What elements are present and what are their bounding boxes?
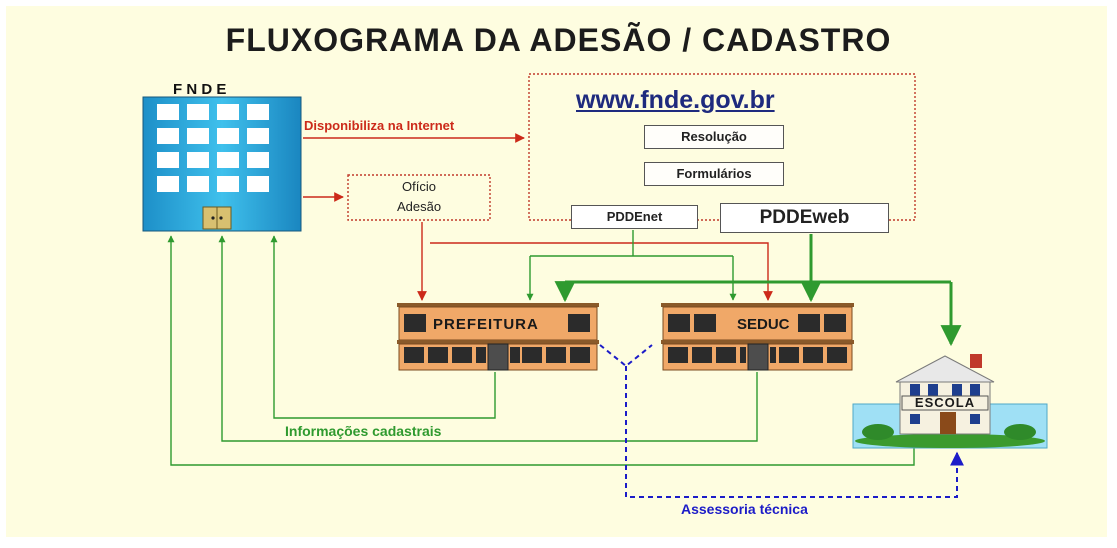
formularios-box: Formulários (644, 162, 784, 186)
green-thin-arrows (526, 230, 737, 301)
resolucao-box: Resolução (644, 125, 784, 149)
green-thick-arrows (554, 234, 962, 347)
oficio-line1: Ofício (402, 179, 436, 194)
diagram-title: FLUXOGRAMA DA ADESÃO / CADASTRO (225, 22, 892, 58)
fnde-label: F N D E (173, 81, 227, 98)
seduc-building-icon (661, 303, 854, 371)
escola-label: ESCOLA (914, 395, 976, 410)
escola-building-icon (852, 354, 1048, 449)
site-url: www.fnde.gov.br (576, 86, 775, 114)
oficio-line2: Adesão (396, 199, 442, 214)
blue-dashed-lines (599, 344, 964, 498)
oficio-frame (347, 174, 491, 221)
prefeitura-label: PREFEITURA (433, 316, 539, 333)
green-return-lines (167, 235, 915, 466)
internet-arrow-label: Disponibiliza na Internet (304, 118, 455, 133)
pddenet-box: PDDEnet (571, 205, 698, 229)
prefeitura-building-icon (397, 303, 599, 371)
seduc-label: SEDUC (737, 316, 790, 333)
info-cadastrais-label: Informações cadastrais (285, 423, 442, 439)
pddeweb-box: PDDEweb (720, 203, 889, 233)
fnde-building-icon (142, 96, 302, 232)
assessoria-label: Assessoria técnica (681, 501, 808, 517)
